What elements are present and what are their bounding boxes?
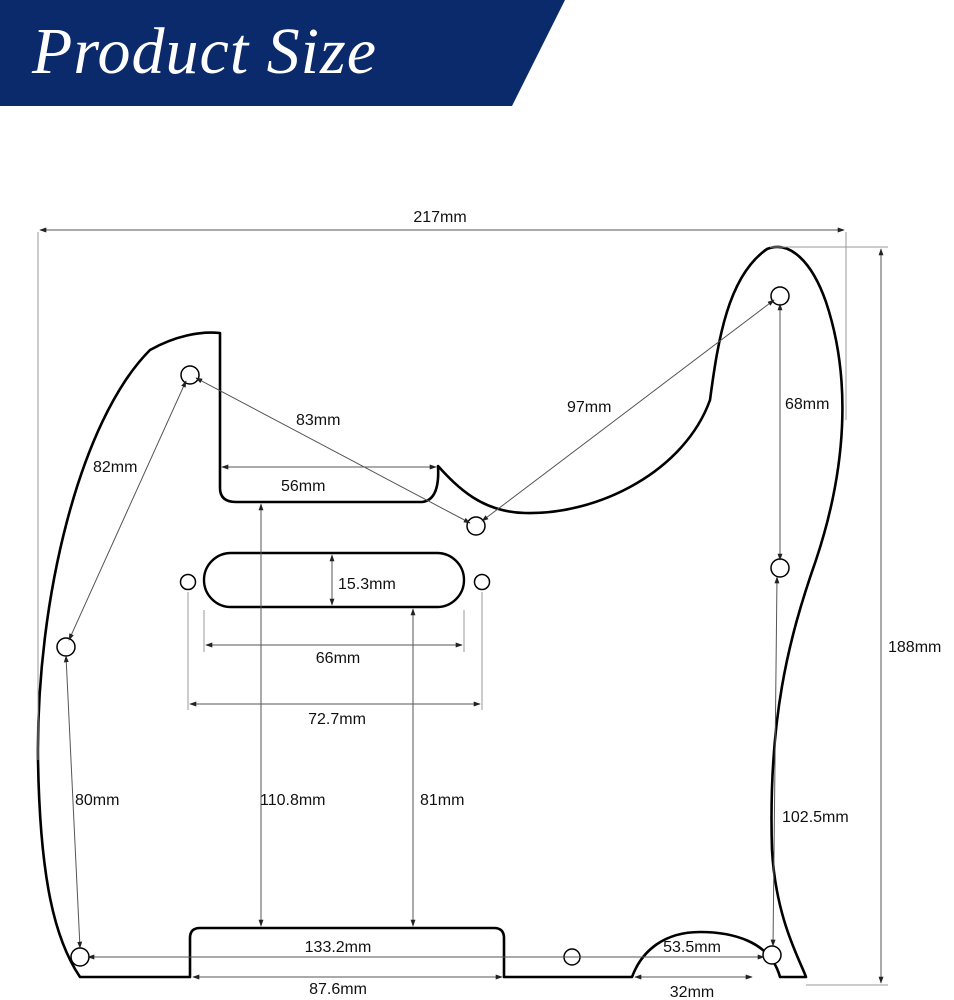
label-notch-width: 56mm xyxy=(281,478,325,495)
label-left-vertical: 80mm xyxy=(75,792,119,809)
dim-line-83 xyxy=(195,377,471,524)
pickup-screw-right xyxy=(473,573,491,591)
label-right-lower-vertical: 102.5mm xyxy=(782,809,849,826)
banner: Product Size xyxy=(0,0,570,106)
label-pickup-screw-spacing: 72.7mm xyxy=(308,711,366,728)
screw-hole-upper-left xyxy=(180,365,200,385)
dim-line-82 xyxy=(68,380,187,641)
label-right-upper-vertical: 68mm xyxy=(785,396,829,413)
screw-hole-left xyxy=(56,637,76,657)
label-upper-right-diag: 97mm xyxy=(567,399,611,416)
label-overall-height: 188mm xyxy=(888,639,941,656)
label-jack-cutout-span: 53.5mm xyxy=(663,939,721,956)
label-upper-left-diag: 82mm xyxy=(93,459,137,476)
screw-hole-right xyxy=(770,558,790,578)
screw-hole-top-right xyxy=(770,286,790,306)
label-bottom-span: 133.2mm xyxy=(305,939,372,956)
banner-title: Product Size xyxy=(32,15,377,88)
pickup-slot xyxy=(202,551,466,609)
label-pickup-length: 66mm xyxy=(316,650,360,667)
screw-hole-bottom-right xyxy=(762,945,782,965)
screw-hole-bottom-left xyxy=(70,947,90,967)
banner-shape xyxy=(0,0,565,106)
screw-hole-center xyxy=(466,516,486,536)
label-overall-width: 217mm xyxy=(413,209,466,226)
label-bottom-notch-width: 87.6mm xyxy=(309,981,367,998)
banner-background xyxy=(0,0,565,106)
dim-line-80 xyxy=(63,655,83,949)
dim-line-102-5 xyxy=(770,576,780,947)
pickup-screw-left xyxy=(179,573,197,591)
label-upper-center-diag: 83mm xyxy=(296,412,340,429)
label-jack-cutout-width: 32mm xyxy=(670,984,714,1000)
label-pickup-height: 15.3mm xyxy=(338,576,396,593)
label-notch-to-bottom: 110.8mm xyxy=(260,792,326,809)
label-pickup-to-bottom: 81mm xyxy=(420,792,464,809)
pickguard-outline xyxy=(36,245,844,979)
dim-line-97 xyxy=(481,299,775,522)
